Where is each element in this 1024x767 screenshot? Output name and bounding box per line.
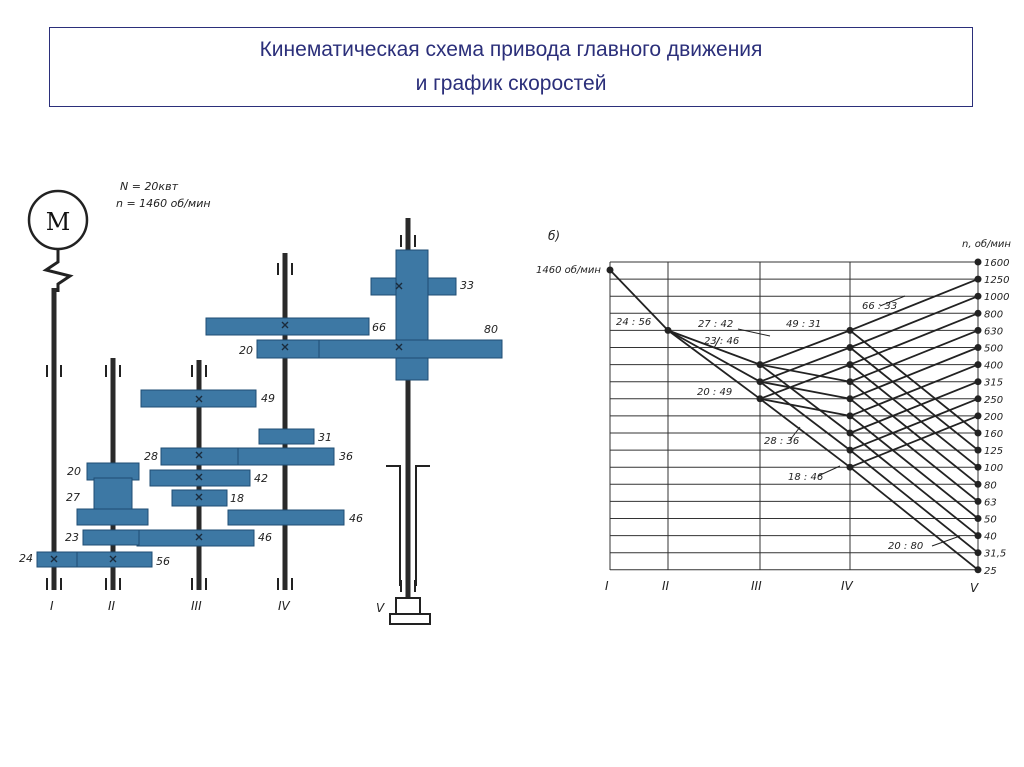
speed-tick-label: 100 (984, 463, 1003, 474)
speed-tick-label: 63 (984, 497, 997, 508)
graph-shaft-label: IV (841, 579, 854, 593)
panel-label: б) (548, 229, 560, 243)
graph-grid-rows (610, 261, 978, 571)
graph-shaft-label: III (751, 579, 762, 593)
gear-label: 27 (66, 491, 80, 504)
ratio-label: 18 : 46 (788, 472, 823, 483)
speed-tick-label: 50 (984, 515, 997, 526)
speed-scale: 1600 1250 1000 800 630 500 400 315 250 2… (984, 258, 1009, 577)
gears (36, 249, 503, 568)
gear-80 (317, 339, 503, 359)
motor-label: M (46, 208, 71, 236)
gear-66 (205, 317, 370, 336)
speed-tick-label: 80 (984, 480, 997, 491)
gear-24 (36, 551, 78, 568)
speed-tick-label: 630 (984, 326, 1003, 337)
gear-28 (160, 447, 239, 466)
graph-shaft-label: V (970, 581, 979, 595)
gear-label: 18 (230, 492, 244, 505)
shaft-label: II (108, 599, 116, 613)
gear-36 (236, 447, 335, 466)
speed-tick-label: 315 (984, 378, 1003, 389)
power-label: N = 20квт (120, 180, 179, 193)
gear-31 (258, 428, 315, 445)
motor-speed-label: n = 1460 об/мин (116, 197, 211, 210)
shaft-label: I (50, 599, 54, 613)
gear-46-III (136, 529, 255, 547)
axis-unit-label: n, об/мин (962, 238, 1011, 250)
gear-label: 66 (372, 321, 386, 334)
shaft-label: III (191, 599, 202, 613)
ratio-labels: 24 : 56 27 : 42 23 : 46 20 : 49 49 : 31 … (616, 301, 923, 552)
gear-label: 80 (484, 323, 498, 336)
gear-20-II (86, 462, 140, 481)
ratio-label: 24 : 56 (616, 317, 651, 328)
bearings (46, 235, 416, 592)
speed-tick-label: 1000 (984, 292, 1009, 303)
ratio-leaders (713, 295, 961, 547)
gear-label: 46 (258, 531, 272, 544)
speed-tick-label: 125 (984, 446, 1003, 457)
gear-label: 28 (144, 450, 158, 463)
shaft-label: V (376, 601, 385, 615)
speed-graph: б) 1460 об/мин n, об/мин (536, 229, 1011, 595)
ratio-label: 66 : 33 (862, 301, 897, 312)
ratio-label: 23 : 46 (704, 336, 739, 347)
graph-shaft-labels: I II III IV V (605, 579, 979, 595)
ray-24-56 (609, 269, 669, 332)
gear-label: 20 (67, 465, 81, 478)
speed-tick-label: 500 (984, 344, 1003, 355)
gear-hub-V (395, 249, 429, 381)
transmission-rays (609, 269, 979, 571)
gear-hub-II (93, 477, 133, 511)
graph-nodes (606, 258, 982, 574)
ratio-label: 20 : 80 (888, 541, 923, 552)
ratio-label: 49 : 31 (786, 319, 821, 330)
speed-tick-label: 1250 (984, 275, 1009, 286)
gear-label: 42 (254, 472, 268, 485)
speed-tick-label: 1600 (984, 258, 1009, 269)
title-line-1: Кинематическая схема привода главного дв… (259, 38, 763, 61)
shaft-labels: I II III IV V (50, 599, 385, 615)
gear-23 (82, 529, 140, 546)
gear-label: 56 (156, 555, 170, 568)
ratio-label: 27 : 42 (698, 319, 733, 330)
title-box: Кинематическая схема привода главного дв… (49, 27, 973, 107)
gear-27 (76, 508, 149, 526)
speed-tick-label: 200 (984, 412, 1003, 423)
speed-tick-label: 400 (984, 361, 1003, 372)
speed-tick-label: 160 (984, 429, 1003, 440)
gear-label: 31 (318, 431, 332, 444)
gear-20-IV (256, 339, 320, 359)
ray-23-46 (667, 329, 761, 383)
gear-label: 36 (339, 450, 353, 463)
gear-label: 23 (65, 531, 79, 544)
speed-tick-label: 25 (984, 566, 997, 577)
shaft-label: IV (278, 599, 291, 613)
gear-labels: 33 66 80 20 49 31 28 36 42 18 46 20 27 2… (19, 279, 498, 568)
input-speed-label: 1460 об/мин (536, 264, 601, 276)
gear-label: 33 (460, 279, 474, 292)
key-marks (50, 282, 403, 563)
gear-46-IV (227, 509, 345, 526)
gear-label: 49 (261, 392, 275, 405)
coupling-icon (42, 249, 74, 292)
ratio-label: 20 : 49 (697, 387, 732, 398)
gear-label: 24 (19, 552, 33, 565)
spindle-housing (386, 465, 431, 625)
title-line-2: и график скоростей (415, 72, 607, 95)
ray-20-49 (667, 329, 761, 400)
speed-tick-label: 250 (984, 395, 1003, 406)
kinematic-scheme: M N = 20квт n = 1460 об/мин (19, 180, 503, 625)
speed-tick-label: 40 (984, 532, 997, 543)
speed-tick-label: 31,5 (984, 549, 1006, 560)
gear-label: 20 (239, 344, 253, 357)
speed-tick-label: 800 (984, 309, 1003, 320)
graph-shaft-label: I (605, 579, 609, 593)
ratio-label: 28 : 36 (764, 436, 799, 447)
graph-shaft-label: II (662, 579, 670, 593)
gear-label: 46 (349, 512, 363, 525)
